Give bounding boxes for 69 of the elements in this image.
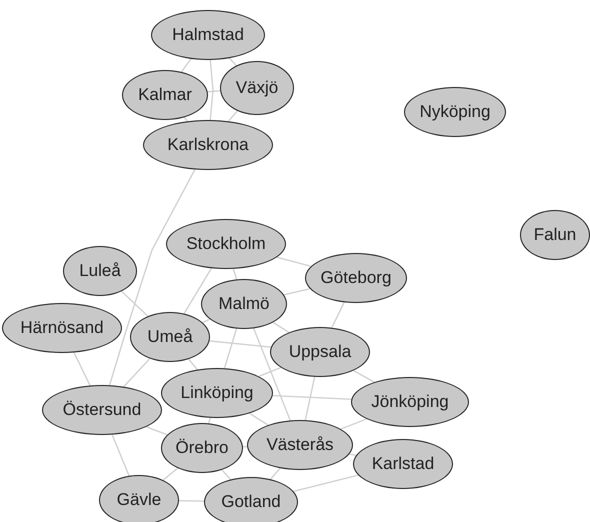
- connection-line: [181, 58, 192, 72]
- city-ellipse: [122, 70, 208, 120]
- connection-line: [210, 60, 214, 120]
- connection-line: [224, 328, 238, 368]
- city-name: Härnösand: [20, 318, 104, 338]
- city-name: Karlstad: [372, 454, 434, 474]
- city-name: Örebro: [176, 438, 228, 458]
- connection-line: [272, 394, 352, 400]
- connection-line: [249, 412, 268, 426]
- connection-line: [331, 302, 345, 328]
- city-ellipse: [520, 210, 590, 260]
- city-ellipse: [201, 279, 287, 329]
- connection-line: [209, 340, 272, 348]
- city-name: Halmstad: [172, 25, 244, 45]
- connection-line: [353, 370, 375, 383]
- connection-line: [242, 446, 248, 448]
- connection-line: [188, 358, 198, 370]
- connection-line: [221, 469, 232, 480]
- connection-line: [123, 358, 150, 388]
- city-name: Malmö: [218, 294, 270, 314]
- city-name: Karlskrona: [167, 135, 249, 155]
- connection-line: [178, 500, 204, 502]
- connection-line: [108, 169, 196, 386]
- city-name: Gävle: [116, 490, 162, 510]
- connection-line: [202, 318, 210, 324]
- connection-line: [349, 453, 356, 456]
- connection-line: [272, 322, 290, 333]
- city-name: Västerås: [266, 435, 334, 455]
- city-ellipse: [130, 312, 210, 362]
- connection-line: [232, 268, 238, 280]
- connection-line: [112, 434, 130, 476]
- connection-line: [184, 268, 212, 314]
- city-ellipse: [161, 368, 273, 418]
- connection-line: [293, 474, 358, 492]
- city-ellipse: [204, 477, 298, 522]
- city-name: Kalmar: [138, 85, 192, 105]
- city-ellipse: [270, 327, 370, 377]
- city-name: Falun: [534, 225, 576, 245]
- connection-line: [276, 256, 312, 267]
- city-name: Göteborg: [320, 268, 392, 288]
- city-name: Stockholm: [186, 234, 266, 254]
- city-name: Östersund: [62, 400, 142, 420]
- city-name: Luleå: [79, 261, 121, 281]
- connection-line: [208, 90, 220, 92]
- city-name: Gotland: [221, 492, 281, 512]
- connection-line: [228, 58, 237, 66]
- city-ellipse: [166, 219, 286, 269]
- city-ellipse: [353, 439, 453, 489]
- connection-line: [340, 418, 367, 430]
- city-ellipse: [42, 385, 162, 435]
- city-name: Linköping: [180, 383, 254, 403]
- connection-line: [270, 468, 281, 480]
- connection-line: [146, 426, 168, 436]
- city-name: Växjö: [236, 78, 278, 98]
- connection-line: [228, 110, 238, 122]
- connection-line: [253, 328, 291, 421]
- connection-line: [258, 366, 282, 377]
- city-ellipse: [2, 303, 122, 353]
- city-name: Jönköping: [371, 392, 449, 412]
- connection-line: [73, 352, 91, 386]
- city-name: Uppsala: [288, 342, 352, 362]
- city-ellipse: [247, 420, 353, 470]
- connection-line: [121, 290, 148, 317]
- city-ellipse: [63, 246, 137, 296]
- connection-line: [304, 376, 316, 420]
- connection-line: [284, 288, 310, 296]
- city-name: Nyköping: [420, 102, 490, 122]
- connection-line: [162, 468, 178, 481]
- city-name: Umeå: [147, 327, 193, 347]
